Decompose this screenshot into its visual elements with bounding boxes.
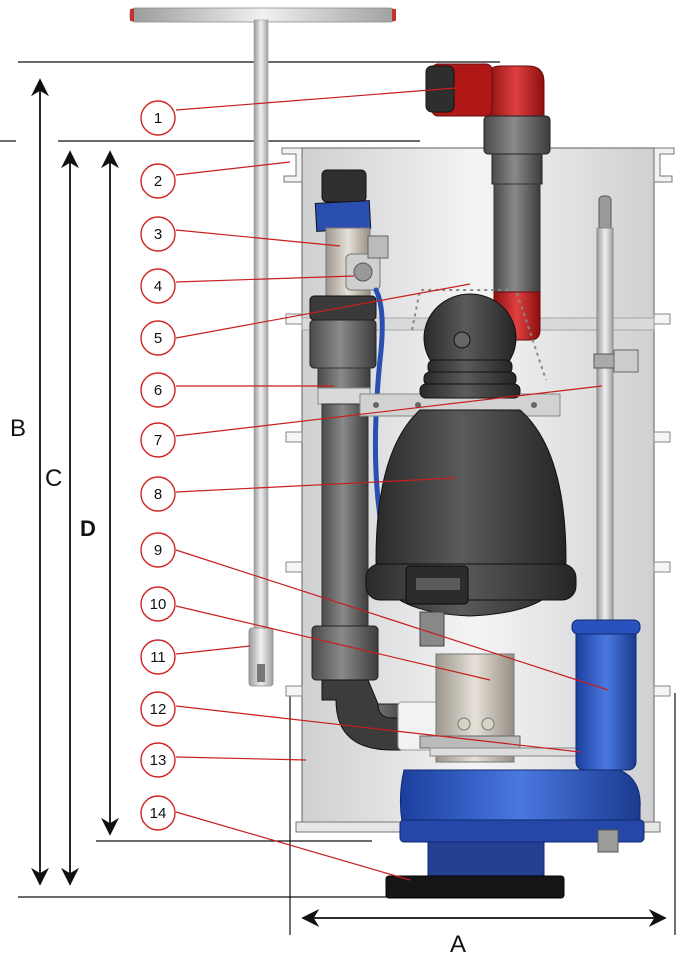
level-sensor [593, 195, 639, 623]
callout-number-4: 4 [154, 278, 162, 295]
callout-number-10: 10 [150, 596, 167, 613]
base-housing [385, 769, 645, 899]
callout-circle-5 [140, 320, 176, 356]
callout-circle-13 [140, 742, 176, 778]
leader-lines [175, 87, 609, 881]
t-handle-key [129, 7, 396, 687]
dimension-arrows [31, 78, 667, 927]
callout-number-5: 5 [154, 330, 162, 347]
callout-number-6: 6 [154, 382, 162, 399]
callout-circle-4 [140, 268, 176, 304]
callout-number-11: 11 [150, 649, 166, 666]
pump-body [359, 289, 577, 617]
callout-number-1: 1 [154, 110, 162, 127]
extension-lines [0, 61, 676, 935]
callout-number-12: 12 [150, 701, 167, 718]
callout-circle-3 [140, 216, 176, 252]
ball-valve [345, 235, 389, 291]
riser-pipe [309, 169, 443, 751]
callout-circle-8 [140, 476, 176, 512]
callout-circle-2 [140, 163, 176, 199]
callout-number-14: 14 [150, 805, 167, 822]
callout-circle-12 [140, 691, 176, 727]
callout-circle-14 [140, 795, 176, 831]
dimension-label-d: D [80, 516, 96, 541]
dimension-label-b: B [10, 415, 26, 442]
callout-circle-10 [140, 586, 176, 622]
callout-number-8: 8 [154, 486, 162, 503]
callout-number-9: 9 [154, 542, 162, 559]
check-valve [419, 611, 601, 763]
callout-circle-11 [140, 639, 176, 675]
callout-number-2: 2 [154, 173, 162, 190]
callout-circle-7 [140, 422, 176, 458]
submersible-pump [571, 619, 641, 771]
callout-number-7: 7 [154, 432, 162, 449]
dimension-label-a: A [450, 931, 466, 958]
callout-number-13: 13 [150, 752, 167, 769]
callout-circle-6 [140, 372, 176, 408]
callout-circle-9 [140, 532, 176, 568]
callout-circle-1 [140, 100, 176, 136]
dimension-label-c: C [45, 465, 62, 492]
callout-number-3: 3 [154, 226, 162, 243]
